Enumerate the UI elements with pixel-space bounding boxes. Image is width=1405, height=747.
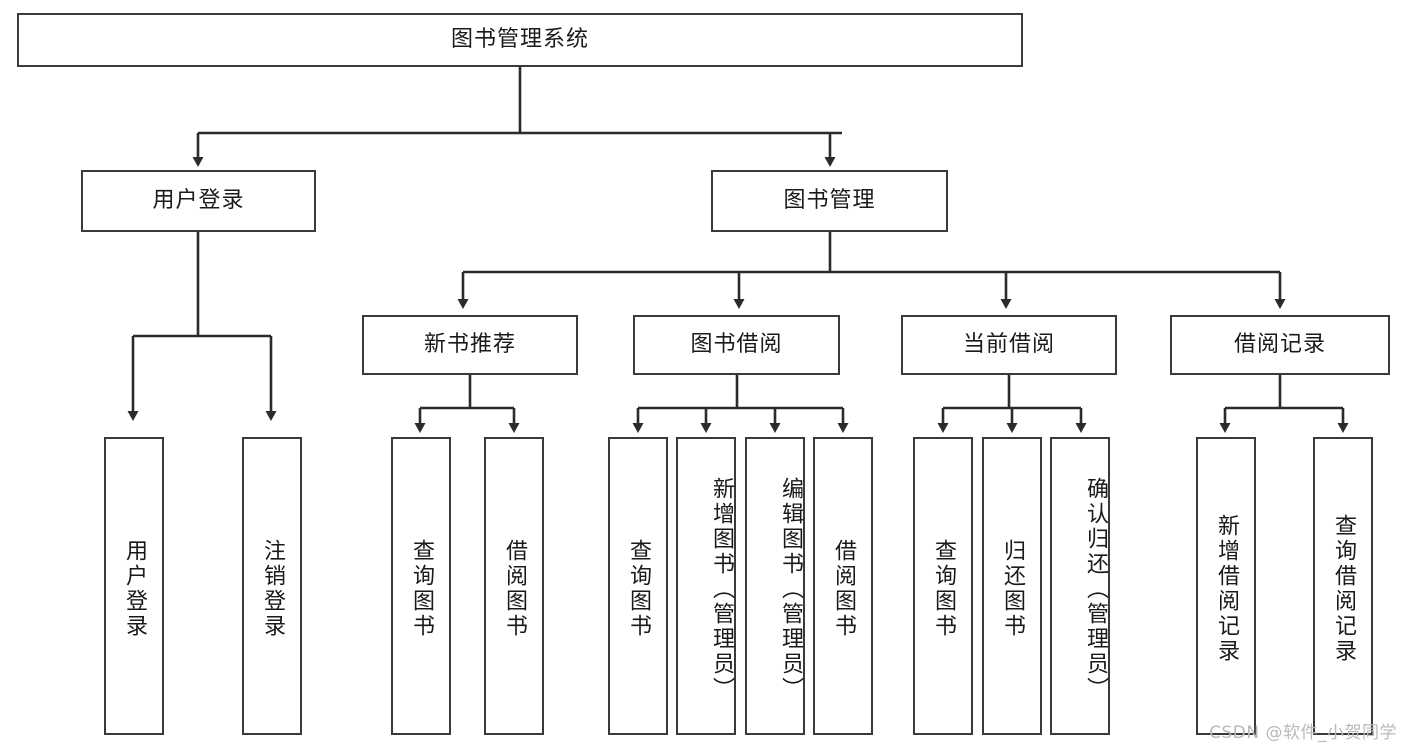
node-label: 新增借阅记录 (1213, 514, 1239, 664)
node-new-book-recommend[interactable]: 新书推荐 (362, 315, 578, 375)
leaf-borrow-record-add-record[interactable]: 新增借阅记录 (1196, 437, 1256, 735)
node-borrow-record[interactable]: 借阅记录 (1170, 315, 1390, 375)
leaf-book-borrow-borrow-book[interactable]: 借阅图书 (813, 437, 873, 735)
leaf-book-borrow-query-book[interactable]: 查询图书 (608, 437, 668, 735)
node-book-management[interactable]: 图书管理 (711, 170, 948, 232)
node-label: 编辑图书（管理员） (778, 476, 803, 702)
node-label: 图书管理 (783, 188, 876, 214)
leaf-current-borrow-confirm-return-admin[interactable]: 确认归还（管理员） (1050, 437, 1110, 735)
leaf-current-borrow-query-book[interactable]: 查询图书 (913, 437, 973, 735)
node-label: 新增图书（管理员） (709, 476, 734, 702)
node-label: 用户登录 (152, 188, 245, 214)
node-label: 图书借阅 (690, 332, 783, 358)
node-book-borrow[interactable]: 图书借阅 (633, 315, 840, 375)
watermark-text: CSDN @软件_小贺同学 (1209, 723, 1397, 743)
node-label: 注销登录 (259, 539, 285, 639)
node-current-borrow[interactable]: 当前借阅 (901, 315, 1117, 375)
leaf-current-borrow-return-book[interactable]: 归还图书 (982, 437, 1042, 735)
node-label: 借阅记录 (1233, 332, 1326, 358)
node-label: 查询借阅记录 (1330, 514, 1356, 664)
leaf-book-borrow-edit-book-admin[interactable]: 编辑图书（管理员） (745, 437, 805, 735)
node-label: 当前借阅 (962, 332, 1055, 358)
node-user-login[interactable]: 用户登录 (81, 170, 316, 232)
leaf-user-login-login[interactable]: 用户登录 (104, 437, 164, 735)
leaf-new-book-borrow-book[interactable]: 借阅图书 (484, 437, 544, 735)
node-label: 图书管理系统 (450, 27, 589, 53)
leaf-new-book-query-book[interactable]: 查询图书 (391, 437, 451, 735)
node-label: 新书推荐 (423, 332, 516, 358)
node-label: 借阅图书 (501, 539, 527, 639)
leaf-borrow-record-query-record[interactable]: 查询借阅记录 (1313, 437, 1373, 735)
node-label: 用户登录 (121, 539, 147, 639)
leaf-user-login-logout[interactable]: 注销登录 (242, 437, 302, 735)
node-label: 归还图书 (999, 539, 1025, 639)
node-root-book-management-system[interactable]: 图书管理系统 (17, 13, 1023, 67)
leaf-book-borrow-add-book-admin[interactable]: 新增图书（管理员） (676, 437, 736, 735)
node-label: 确认归还（管理员） (1083, 476, 1108, 702)
node-label: 查询图书 (408, 539, 434, 639)
node-label: 查询图书 (625, 539, 651, 639)
node-label: 借阅图书 (830, 539, 856, 639)
node-label: 查询图书 (930, 539, 956, 639)
